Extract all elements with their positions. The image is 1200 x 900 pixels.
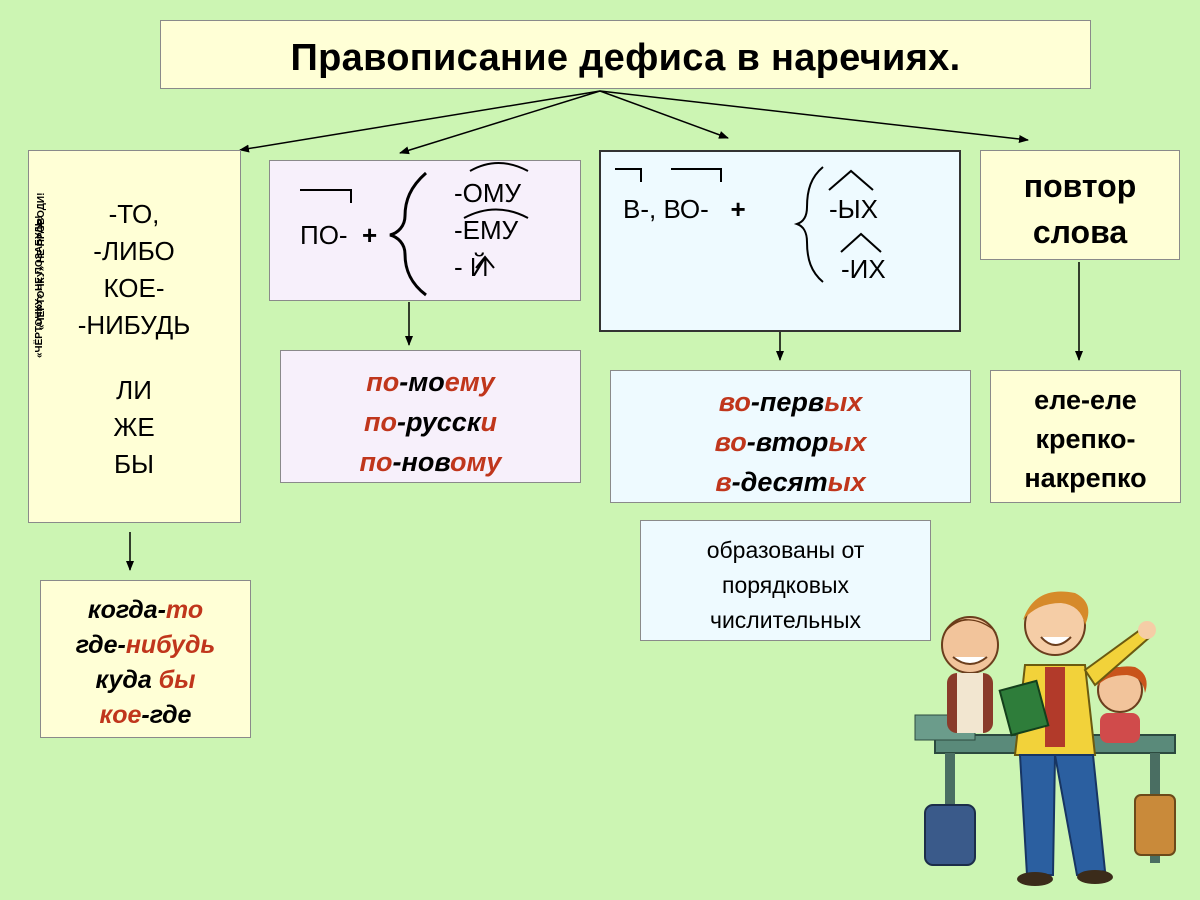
- ending-mark: [469, 162, 529, 172]
- example-item: во-первых: [718, 387, 863, 417]
- po-prefix: ПО- +: [300, 220, 378, 250]
- col3-examples: во-первых во-вторых в-десятых: [611, 382, 970, 502]
- arrow-to-col3: [599, 90, 729, 139]
- example-item: где-нибудь: [75, 631, 216, 659]
- ordinal-note: образованы от порядковых числительных: [706, 537, 865, 633]
- hyphen-particles: -ТО, -ЛИБО КОЕ- -НИБУДЬ: [64, 196, 204, 344]
- title-box: Правописание дефиса в наречиях.: [160, 20, 1091, 89]
- example-item: по-моему: [366, 367, 495, 397]
- example-item: еле-еле: [1034, 385, 1137, 415]
- particle-item: КОЕ-: [103, 273, 165, 303]
- vo-rule-marks: [615, 166, 882, 283]
- prefix-mark: [671, 168, 722, 182]
- prefix-mark: [300, 189, 352, 203]
- example-item: накрепко: [1024, 463, 1147, 493]
- brace: [389, 171, 427, 297]
- particle-item: БЫ: [113, 449, 155, 479]
- ending-mark: [475, 255, 495, 269]
- ending-item: -ОМУ: [454, 178, 522, 208]
- repeat-rule-box: повтор слова: [980, 150, 1180, 260]
- ending-mark: [828, 169, 874, 191]
- col4-examples-box: еле-еле крепко- накрепко: [990, 370, 1181, 503]
- schoolchildren-illustration: [914, 591, 1176, 886]
- example-item: крепко-: [1035, 424, 1136, 454]
- arrow-to-col2: [399, 90, 601, 155]
- example-item: по-новому: [359, 447, 502, 477]
- repeat-heading: повтор слова: [1023, 168, 1137, 250]
- col1-examples: когда-то где-нибудь куда бы кое-где: [41, 593, 250, 733]
- ending-item: -ИХ: [841, 254, 886, 284]
- particle-item: -НИБУДЬ: [77, 310, 191, 340]
- example-item: куда бы: [95, 666, 196, 694]
- example-item: кое-где: [99, 701, 192, 729]
- particle-item: -ЛИБО: [93, 236, 175, 266]
- example-item: по-русски: [363, 407, 498, 437]
- example-item: в-десятых: [715, 467, 866, 497]
- col3-examples-box: во-первых во-вторых в-десятых: [610, 370, 971, 503]
- page-title: Правописание дефиса в наречиях.: [290, 37, 961, 79]
- brace: [793, 166, 824, 283]
- vo-prefix: В-, ВО- +: [623, 194, 746, 224]
- col4-examples: еле-еле крепко- накрепко: [991, 381, 1180, 498]
- side-note-top: «ЧЁРТОЧКУ» НЕ ПРОВОДИ!: [36, 192, 47, 330]
- ending-mark: [463, 208, 529, 219]
- particles-box: [28, 150, 241, 523]
- po-rule-marks: [300, 162, 529, 297]
- col1-examples-box: когда-то где-нибудь куда бы кое-где: [40, 580, 251, 738]
- po-endings: -ОМУ -ЕМУ - Й: [454, 175, 521, 286]
- po-rule-box: ПО- + -ОМУ -ЕМУ - Й: [269, 160, 581, 301]
- col2-examples: по-моему по-русски по-новому: [281, 362, 580, 482]
- col2-examples-box: по-моему по-русски по-новому: [280, 350, 581, 483]
- ending-item: -ЫХ: [829, 194, 879, 224]
- particle-item: -ТО,: [108, 199, 160, 229]
- ending-mark: [840, 232, 882, 253]
- arrow-to-col4: [599, 90, 1029, 143]
- example-item: во-вторых: [714, 427, 867, 457]
- vo-rule-box: В-, ВО- + -ЫХ -ИХ: [599, 150, 961, 332]
- ending-item: - Й: [454, 252, 489, 282]
- ending-item: -ЕМУ: [454, 215, 519, 245]
- separate-particles: ЛИ ЖЕ БЫ: [64, 372, 204, 483]
- ordinal-note-box: образованы от порядковых числительных: [640, 520, 931, 641]
- prefix-mark: [615, 168, 642, 182]
- particle-item: ЛИ: [116, 375, 152, 405]
- particle-item: ЖЕ: [113, 412, 155, 442]
- arrow-to-col1: [239, 90, 601, 153]
- example-item: когда-то: [87, 596, 204, 624]
